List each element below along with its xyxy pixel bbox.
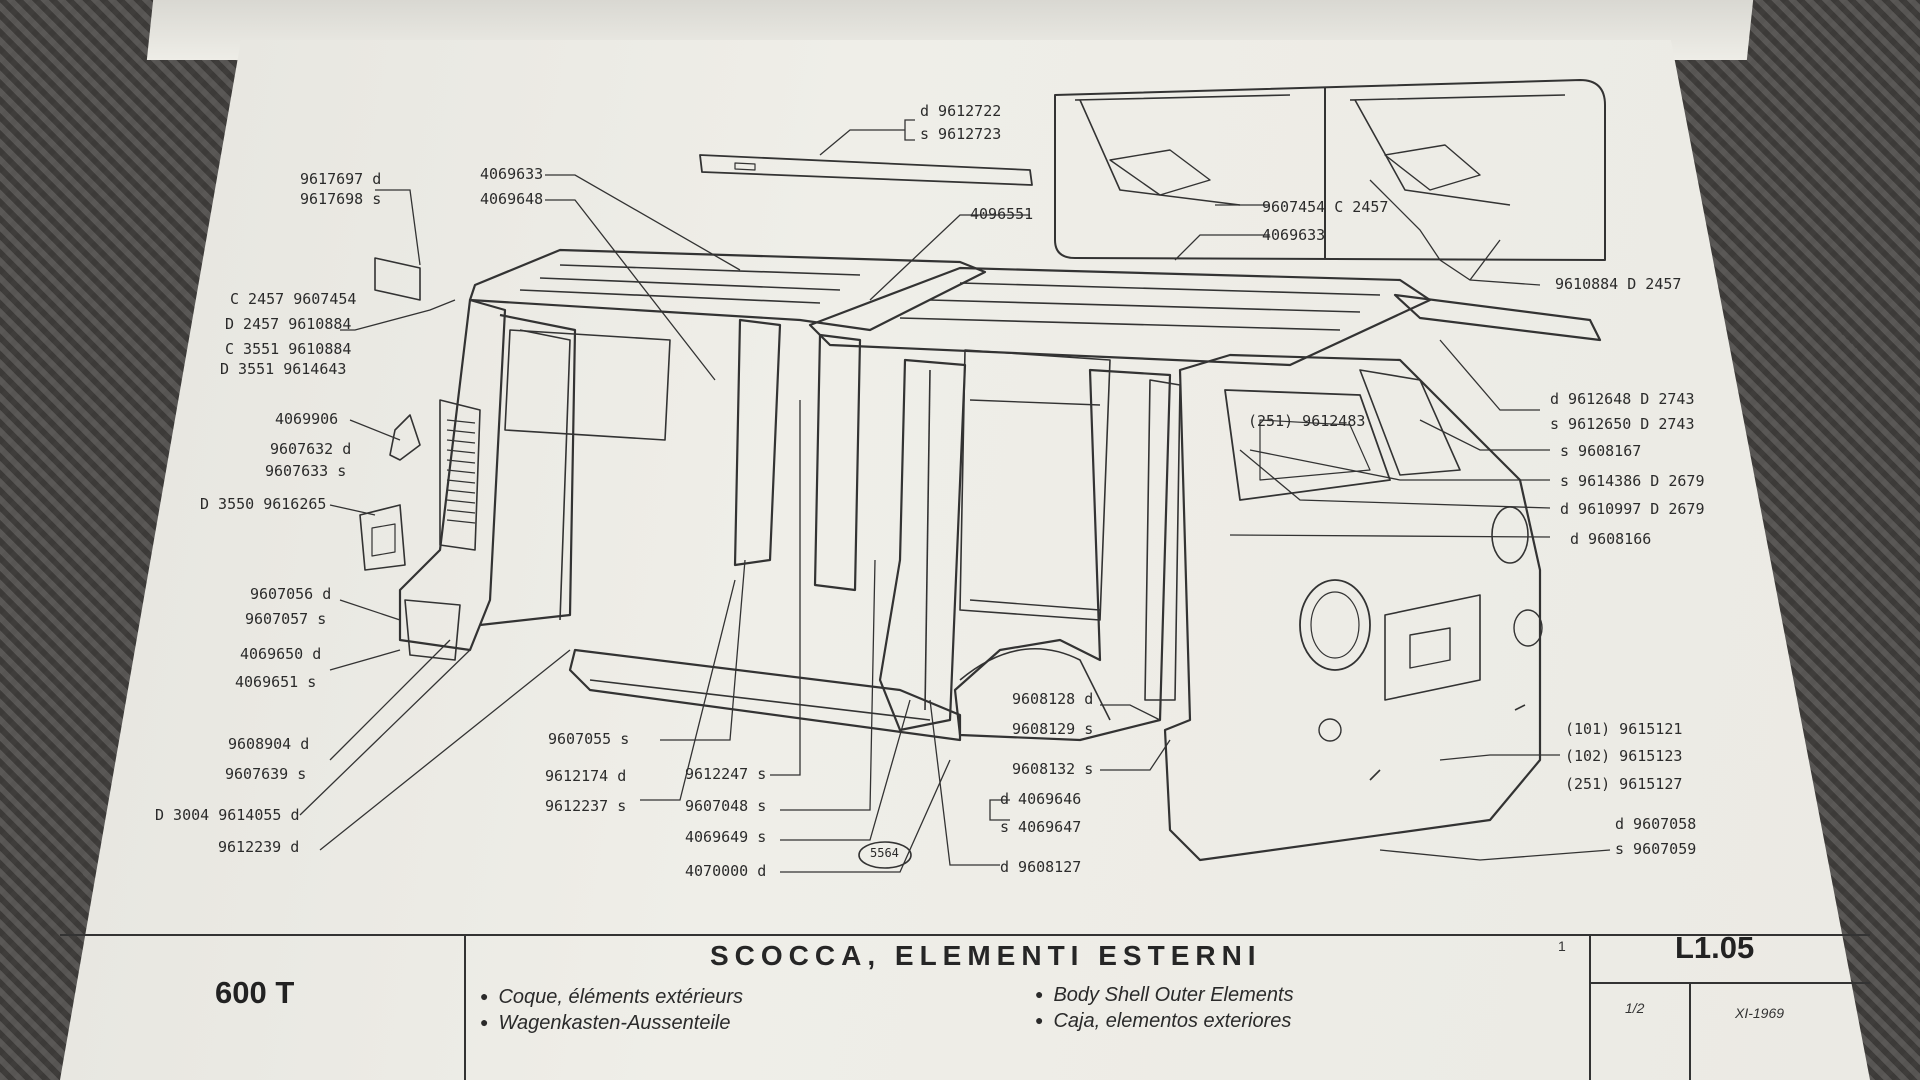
part-label: C 3551 9610884: [225, 340, 352, 358]
part-label: 9612247 s: [685, 765, 767, 783]
page-title: SCOCCA, ELEMENTI ESTERNI: [710, 940, 1262, 971]
rear-body-shell: [1163, 353, 1542, 862]
part-label: 4069633: [480, 165, 544, 183]
part-label: 9608904 d: [228, 735, 310, 753]
bracket-4069906: [389, 414, 421, 461]
front-corner-panel: [404, 599, 461, 661]
part-label: 4069651 s: [235, 673, 317, 691]
page-number: 1/2: [1625, 1000, 1645, 1016]
part-label: 9608132 s: [1012, 760, 1094, 778]
part-label: d 9612648 D 2743: [1550, 390, 1695, 408]
part-label: 4096551: [970, 205, 1034, 223]
part-label: 9612239 d: [218, 838, 300, 856]
part-label: D 3004 9614055 d: [155, 806, 300, 824]
part-label: 4069650 d: [240, 645, 322, 663]
subtitle-es: Caja, elementos exteriores: [1035, 1010, 1291, 1033]
part-label: 9607454 C 2457: [1262, 198, 1389, 216]
part-label: (102) 9615123: [1565, 747, 1683, 765]
catalog-page: [60, 40, 1870, 1080]
part-label: 9610884 D 2457: [1555, 275, 1682, 293]
part-label: s 9612723: [920, 125, 1002, 143]
engine-hatch: [1384, 594, 1481, 701]
drawing-number: 5564: [870, 846, 899, 860]
part-label: 4069648: [480, 190, 544, 208]
part-label: d 4069646: [1000, 790, 1082, 808]
part-label: d 9610997 D 2679: [1560, 500, 1705, 518]
rear-window: [1224, 389, 1391, 501]
center-pillar-b: [733, 318, 782, 567]
part-label: s 4069647: [1000, 818, 1082, 836]
part-label: d 9612722: [920, 102, 1002, 120]
roof-front-panel: [468, 248, 987, 332]
issue-date: XI-1969: [1735, 1005, 1785, 1021]
middle-side-panel: [959, 349, 1111, 621]
inset-detail-box: [1054, 79, 1606, 261]
rear-light-right: [1491, 506, 1529, 564]
drawing-number-oval: [858, 841, 912, 869]
roof-rear-panel: [808, 266, 1432, 367]
part-label: 4070000 d: [685, 862, 767, 880]
rear-side-panel: [953, 368, 1172, 742]
part-label: (101) 9615121: [1565, 720, 1683, 738]
part-label: (251) 9615127: [1565, 775, 1683, 793]
part-label: 9608128 d: [1012, 690, 1094, 708]
part-label: D 3551 9614643: [220, 360, 347, 378]
drip-rail-9612722: [699, 154, 1033, 186]
part-label: d 9608127: [1000, 858, 1082, 876]
subtitle-fr: Coque, éléments extérieurs: [480, 986, 743, 1009]
part-label: s 9614386 D 2679: [1560, 472, 1705, 490]
part-label: D 3550 9616265: [200, 495, 327, 513]
part-label: 9612237 s: [545, 797, 627, 815]
part-label: 4069633: [1262, 226, 1326, 244]
part-label: 9617698 s: [300, 190, 382, 208]
part-label: 9607633 s: [265, 462, 347, 480]
part-label: 9607055 s: [548, 730, 630, 748]
sheet-marker: 1: [1558, 938, 1566, 954]
part-label: 9617697 d: [300, 170, 382, 188]
part-label: 9607048 s: [685, 797, 767, 815]
part-label: C 2457 9607454: [230, 290, 357, 308]
rear-light-left: [1299, 579, 1371, 671]
sheet-code: L1.05: [1675, 930, 1755, 965]
part-label: 9608129 s: [1012, 720, 1094, 738]
part-label: 4069649 s: [685, 828, 767, 846]
part-label: s 9607059: [1615, 840, 1697, 858]
jack-point-9616265: [359, 504, 406, 571]
part-label: 9607632 d: [270, 440, 352, 458]
part-label: s 9608167: [1560, 442, 1642, 460]
center-pillar-c: [813, 333, 862, 592]
part-label: 4069906: [275, 410, 339, 428]
model-name: 600 T: [215, 975, 295, 1010]
subtitle-de: Wagenkasten-Aussenteile: [480, 1012, 730, 1035]
part-label: (251) 9612483: [1248, 412, 1366, 430]
rear-pillar: [1144, 379, 1181, 701]
part-label: D 2457 9610884: [225, 315, 352, 333]
part-label: 9607056 d: [250, 585, 332, 603]
lower-side-panel: [568, 648, 962, 742]
part-label: 9607639 s: [225, 765, 307, 783]
door-frame-a: [479, 313, 577, 627]
side-window-opening: [504, 329, 671, 441]
front-side-pillar: [398, 298, 507, 652]
roof-gutter-rail: [1393, 293, 1602, 342]
subtitle-en: Body Shell Outer Elements: [1035, 984, 1293, 1007]
part-label: s 9612650 D 2743: [1550, 415, 1695, 433]
part-label: d 9608166: [1570, 530, 1652, 548]
pillar-d: [878, 358, 967, 732]
ventilated-panel: [439, 399, 481, 551]
part-label: 9607057 s: [245, 610, 327, 628]
part-label: d 9607058: [1615, 815, 1697, 833]
bracket-9617697: [374, 257, 421, 301]
rear-window-frame-right: [1359, 369, 1461, 476]
part-label: 9612174 d: [545, 767, 627, 785]
